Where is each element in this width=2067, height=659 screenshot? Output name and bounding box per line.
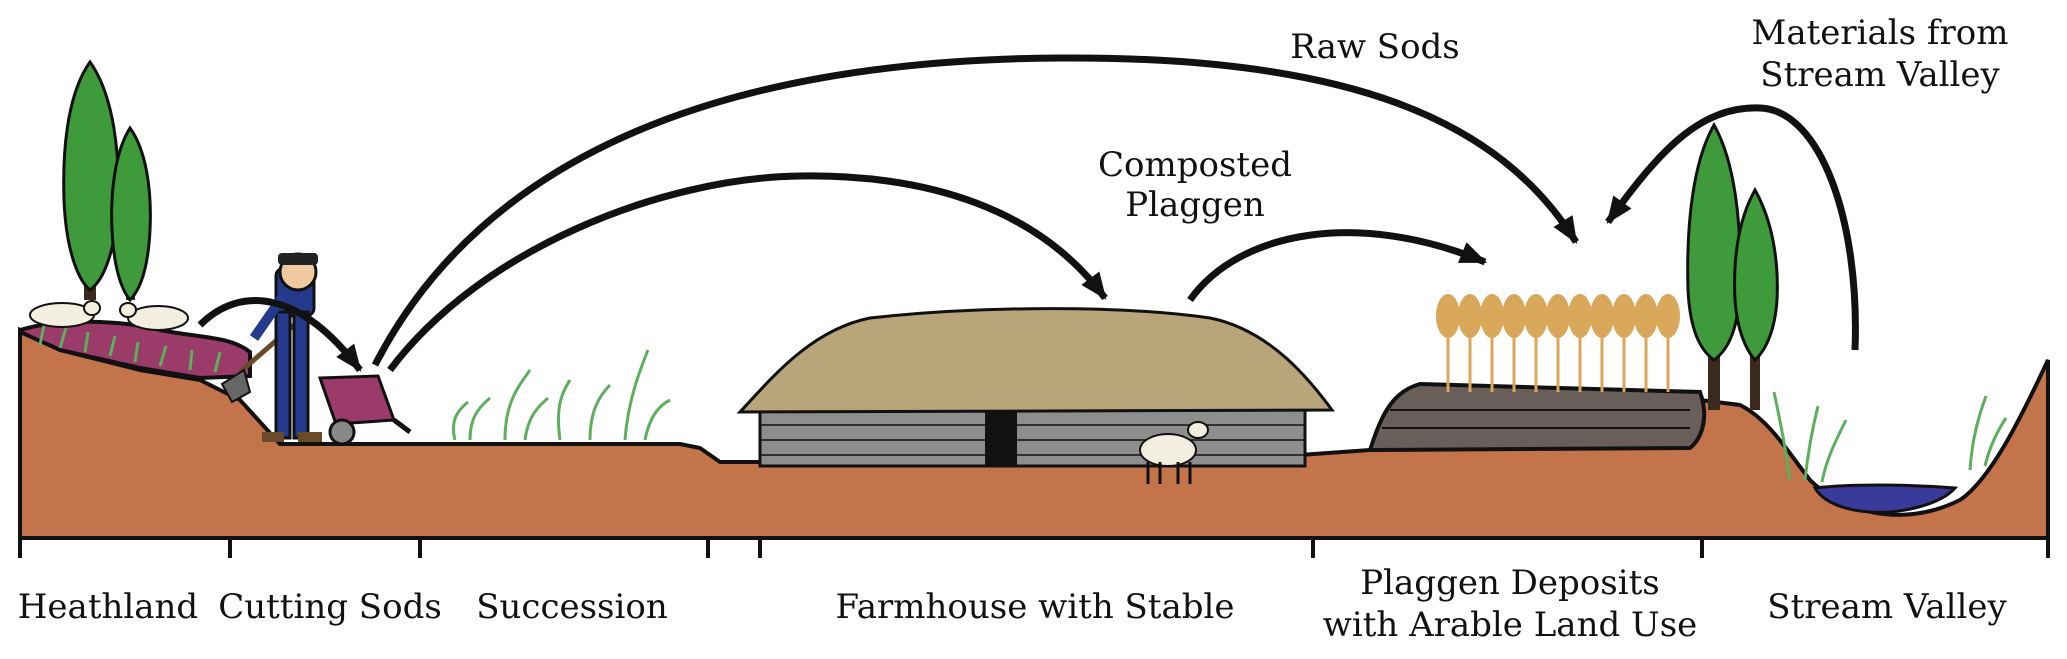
label-raw-sods: Raw Sods (1290, 27, 1460, 67)
wheelbarrow (317, 374, 412, 446)
heath-sheep (29, 300, 189, 331)
plaggen-deposit (1367, 381, 1707, 453)
heath-grass (38, 324, 222, 373)
succession-grass (452, 349, 671, 441)
arrow-barrow-to-farmhouse (387, 172, 1108, 373)
label-composted-line2: Plaggen (1125, 185, 1265, 225)
zone-farmhouse: Farmhouse with Stable (835, 587, 1234, 627)
zone-stream-valley: Stream Valley (1767, 587, 2007, 627)
arrow-raw-sods (371, 54, 1579, 367)
flow-arrows (197, 54, 1859, 373)
zone-plaggen-line2: with Arable Land Use (1323, 605, 1698, 645)
label-materials-line1: Materials from (1752, 13, 2009, 53)
stream-water (1812, 483, 1959, 514)
label-materials-line2: Stream Valley (1760, 55, 2000, 95)
arrow-heath-to-barrow (197, 297, 363, 373)
stream-trees (1686, 121, 1779, 410)
heathland-trees (62, 59, 152, 303)
wheat-field (1436, 294, 1680, 392)
stable-sheep (1139, 421, 1209, 484)
arrow-stream-to-field (1605, 104, 1859, 351)
farmhouse (736, 307, 1335, 468)
label-composted-line1: Composted (1098, 145, 1292, 185)
zone-heathland: Heathland (18, 587, 198, 627)
arrow-compost-to-field (1187, 229, 1488, 303)
zone-succession: Succession (476, 587, 668, 627)
zone-cutting-sods: Cutting Sods (218, 587, 442, 627)
valley-grass (1772, 391, 2008, 483)
zone-plaggen-line1: Plaggen Deposits (1360, 563, 1659, 603)
zone-axis (18, 536, 2050, 558)
